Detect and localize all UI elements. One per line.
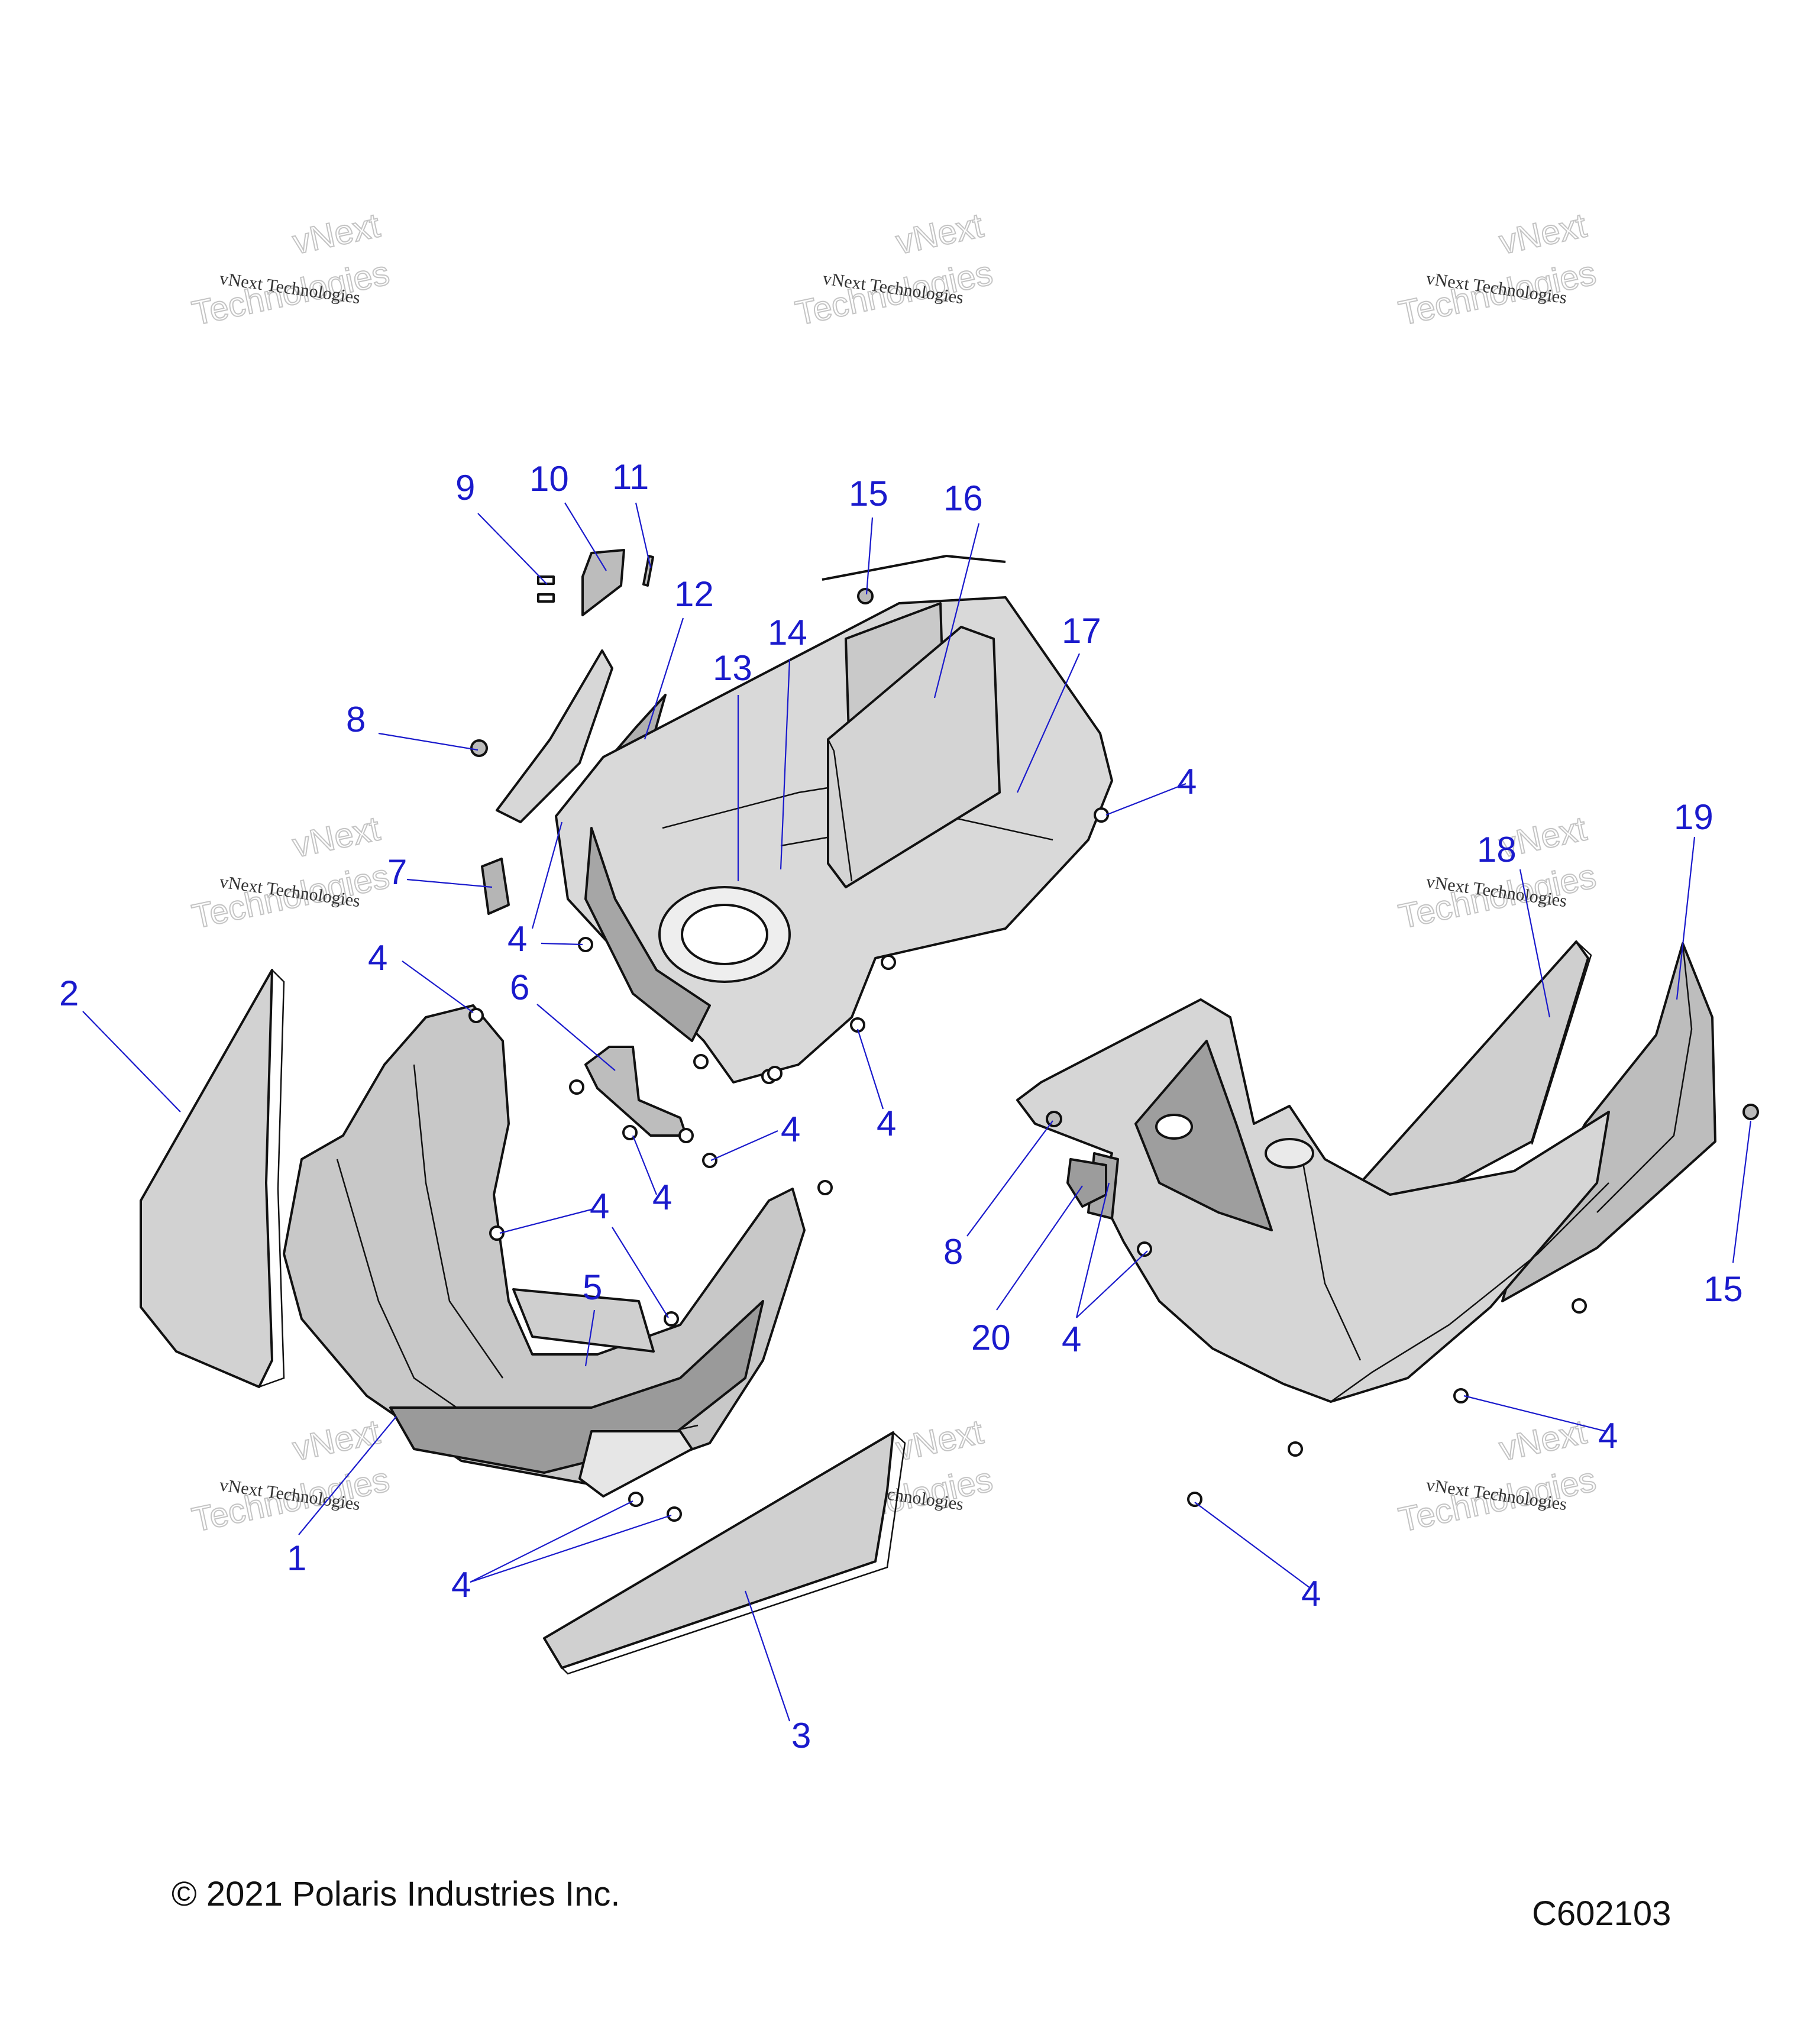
- callout-4-i: 4: [1062, 1319, 1081, 1359]
- callout-11: 11: [612, 457, 649, 497]
- svg-text:vNext: vNext: [893, 206, 987, 261]
- watermark: vNext Technologies vNext Technologies: [188, 1412, 393, 1540]
- part-8-clip-left: [470, 739, 488, 757]
- watermark: vNext Technologies vNext Technologies: [791, 205, 997, 333]
- part-15-rivet-upper: [857, 588, 874, 604]
- part-4-fasteners: [468, 807, 1587, 1522]
- watermark: vNext Technologies vNext Technologies: [1395, 205, 1600, 333]
- watermark: vNext Technologies vNext Technologies: [188, 205, 393, 333]
- callout-14: 14: [768, 613, 807, 652]
- callout-15-right: 15: [1703, 1269, 1743, 1309]
- part-8-clip-right: [1046, 1111, 1062, 1127]
- svg-text:vNext: vNext: [289, 1412, 383, 1468]
- part-right-floor-assembly: [1016, 998, 1610, 1403]
- watermark: vNext Technologies vNext Technologies: [1395, 1412, 1600, 1540]
- callout-15-upper: 15: [849, 474, 888, 513]
- parts-artwork: [140, 549, 1759, 1675]
- callout-4-d: 4: [877, 1104, 896, 1143]
- callout-8-left: 8: [346, 700, 366, 739]
- copyright-text: © 2021 Polaris Industries Inc.: [172, 1875, 620, 1913]
- callout-2: 2: [59, 974, 79, 1013]
- leader-lines: [82, 502, 1752, 1722]
- callout-4-b: 4: [507, 919, 527, 959]
- callout-4-j: 4: [1598, 1416, 1618, 1456]
- callout-5: 5: [583, 1267, 602, 1307]
- part-20-block: [1066, 1158, 1107, 1208]
- drawing-code: C602103: [1532, 1894, 1671, 1933]
- svg-text:vNext: vNext: [1496, 206, 1590, 261]
- callout-4-g: 4: [590, 1186, 609, 1226]
- callout-16: 16: [943, 478, 983, 518]
- part-2-left-panel: [140, 969, 285, 1388]
- svg-text:vNext: vNext: [289, 809, 383, 865]
- callout-13: 13: [713, 648, 752, 688]
- svg-text:vNext: vNext: [289, 206, 383, 261]
- callout-7: 7: [387, 852, 407, 892]
- callout-4-a: 4: [1177, 762, 1197, 801]
- callout-1: 1: [287, 1538, 306, 1578]
- callouts: 9 10 11 12 13 14 15 16 17 4 8 7 4 4 6 2 …: [59, 457, 1743, 1755]
- parts-9-10-11-hardware: [537, 549, 654, 616]
- callout-4-h: 4: [451, 1565, 471, 1605]
- svg-text:vNext: vNext: [1496, 1412, 1590, 1468]
- callout-17: 17: [1062, 611, 1101, 651]
- callout-9: 9: [455, 468, 475, 507]
- callout-4-f: 4: [652, 1178, 672, 1217]
- callout-18: 18: [1477, 830, 1517, 869]
- watermark: vNext Technologies vNext Technologies: [1395, 808, 1600, 936]
- part-7-clip: [481, 858, 510, 915]
- callout-3: 3: [791, 1716, 811, 1755]
- part-3-skid-panel: [543, 1431, 906, 1675]
- callout-10: 10: [529, 459, 569, 499]
- part-15-rivet-right: [1742, 1104, 1759, 1120]
- part-bracket-arm: [496, 649, 613, 823]
- part-5-label: [512, 1288, 655, 1353]
- svg-text:vNext: vNext: [893, 1412, 987, 1468]
- part-6-bracket: [584, 1046, 687, 1137]
- part-16-foam-pad: [827, 626, 1001, 888]
- part-1-left-shroud: [283, 1004, 806, 1498]
- callout-12: 12: [674, 574, 714, 614]
- watermark: vNext Technologies vNext Technologies: [188, 808, 393, 936]
- callout-19: 19: [1674, 797, 1713, 837]
- callout-4-k: 4: [1301, 1574, 1321, 1613]
- callout-8-right: 8: [943, 1232, 963, 1272]
- callout-6: 6: [510, 968, 529, 1007]
- callout-4-c: 4: [368, 938, 387, 978]
- callout-20: 20: [971, 1318, 1011, 1357]
- callout-4-e: 4: [781, 1110, 800, 1149]
